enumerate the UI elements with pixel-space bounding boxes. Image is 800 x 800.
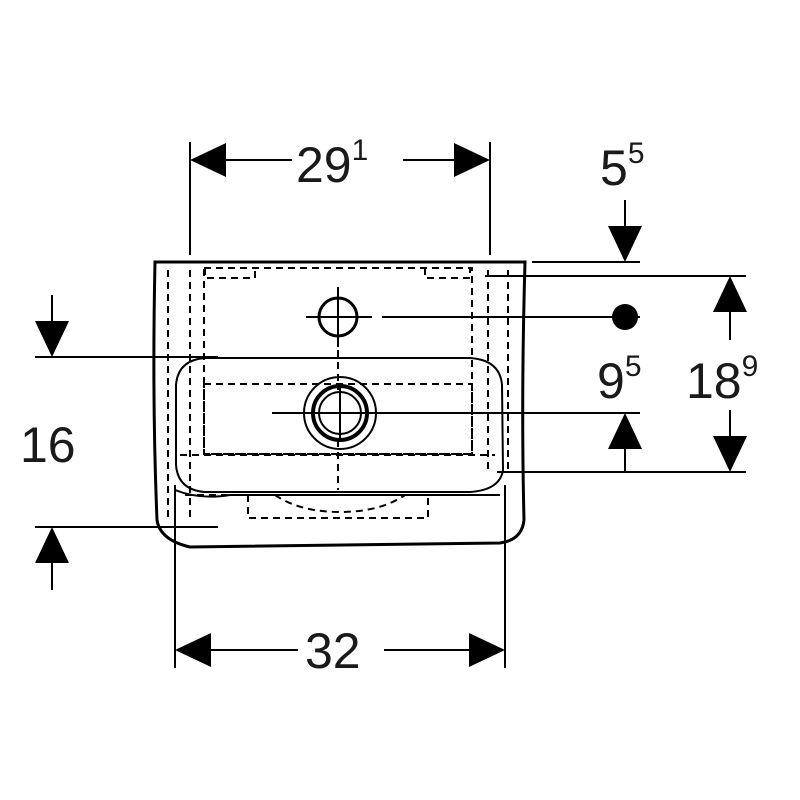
bottom-width-dimension (174, 485, 506, 668)
basin-front-edge (174, 489, 500, 498)
hole-spacing-dimension (608, 413, 642, 472)
rear-offset-dimension (532, 200, 642, 263)
depth-label: 189 (686, 350, 758, 409)
height-dimension (35, 295, 218, 590)
basin-bowl-outline (175, 357, 505, 493)
basin-outer-outline (152, 260, 527, 549)
top-width-dimension (189, 142, 491, 255)
bottom-width-label: 32 (305, 623, 361, 679)
depth-dimension (485, 275, 747, 473)
hole-spacing-label: 95 (597, 350, 642, 409)
rear-offset-label: 55 (600, 137, 645, 196)
drain-hole (272, 376, 408, 450)
hidden-contours (167, 267, 509, 520)
top-width-label: 291 (296, 134, 368, 193)
tap-hole (306, 287, 372, 347)
height-label: 16 (20, 417, 76, 473)
